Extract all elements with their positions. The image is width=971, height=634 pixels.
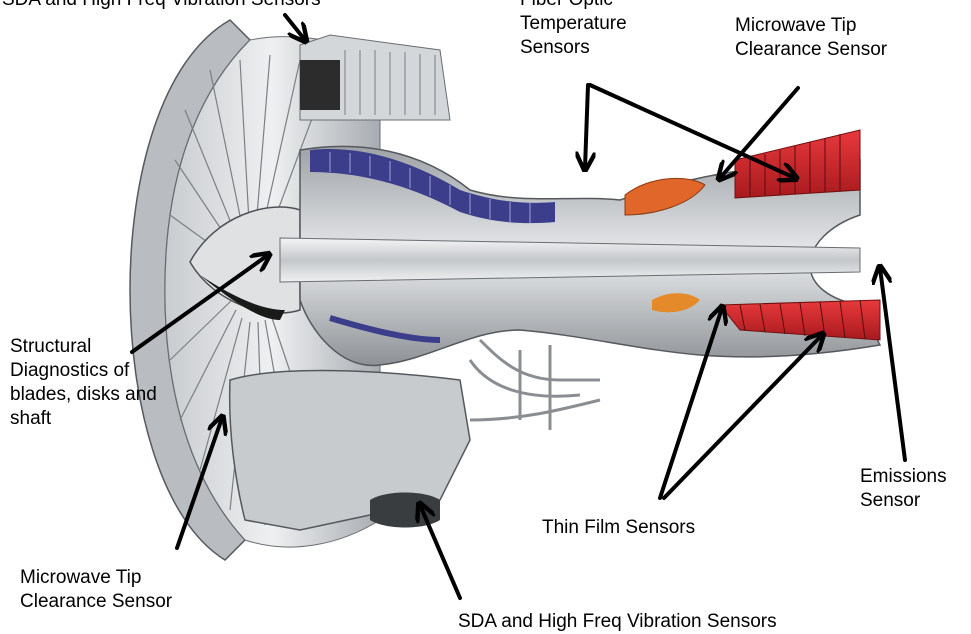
label-emissions-sensor: Emissions Sensor	[860, 465, 947, 513]
arrow-emissions	[880, 268, 905, 460]
label-microwave-tip-clearance-top: Microwave Tip Clearance Sensor	[735, 14, 887, 62]
arrow-fiber-right	[590, 85, 795, 178]
label-fiber-optic-temperature: Fiber Optic Temperature Sensors	[520, 0, 627, 60]
label-structural-diagnostics: Structural Diagnostics of blades, disks …	[10, 335, 157, 431]
label-microwave-tip-clearance-bottom: Microwave Tip Clearance Sensor	[20, 566, 172, 614]
engine-illustration	[130, 20, 880, 560]
label-thin-film-sensors: Thin Film Sensors	[542, 516, 695, 540]
arrow-fiber-left	[585, 85, 588, 168]
label-sda-vibration-top: SDA and High Freq Vibration Sensors	[2, 0, 321, 12]
label-sda-vibration-bottom: SDA and High Freq Vibration Sensors	[458, 610, 777, 634]
